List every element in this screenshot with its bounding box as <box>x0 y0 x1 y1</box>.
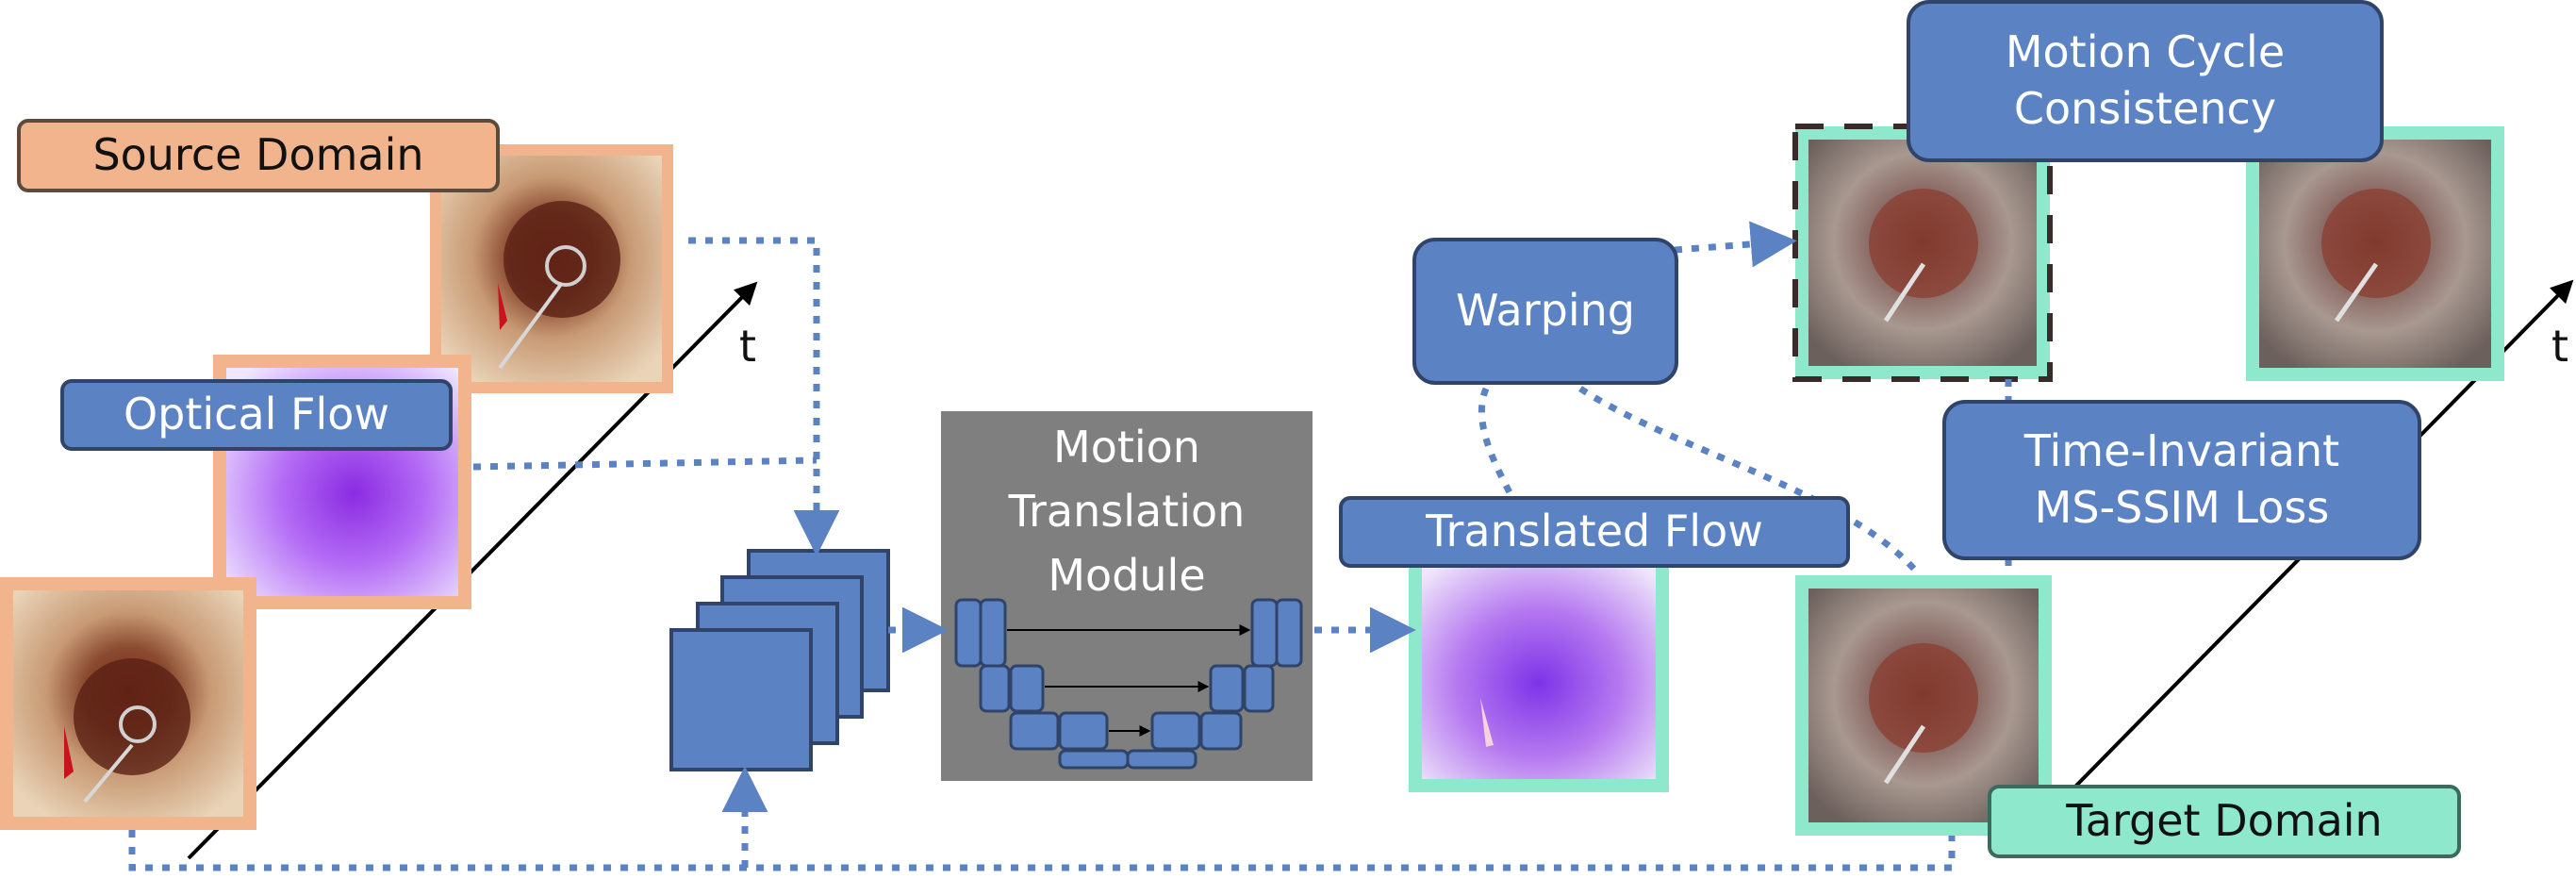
target-frame-warped <box>1792 124 2053 382</box>
source-domain-label: Source Domain <box>17 119 500 192</box>
mcc-line-2: Consistency <box>2013 83 2277 134</box>
input-stack <box>669 549 890 771</box>
target-frame-next <box>2246 126 2504 381</box>
translated-flow-label: Translated Flow <box>1339 496 1850 568</box>
mcc-line-1: Motion Cycle <box>2005 26 2286 78</box>
mtm-line-1: Motion <box>1053 422 1200 473</box>
motion-cycle-consistency-label: Motion Cycle Consistency <box>1907 0 2384 162</box>
arrow-flow-to-stack <box>472 456 817 471</box>
mtm-line-3: Module <box>1048 550 1206 601</box>
line-target-to-warping <box>1578 386 1923 578</box>
warping-label: Warping <box>1412 238 1678 385</box>
translated-flow-text: Translated Flow <box>1426 506 1763 557</box>
motion-translation-module-title: Motion Translation Module <box>943 415 1311 607</box>
optical-flow-label: Optical Flow <box>60 379 453 451</box>
time-invariant-loss-label: Time-Invariant MS-SSIM Loss <box>1942 400 2421 560</box>
loss-line-1: Time-Invariant <box>2023 425 2340 477</box>
warping-text: Warping <box>1456 285 1635 337</box>
translated-flow-frame <box>1409 556 1669 792</box>
line-flow-to-warping <box>1478 387 1517 502</box>
source-domain-text: Source Domain <box>92 129 424 181</box>
source-frame-bottom <box>0 577 256 830</box>
arrow-warping-to-frame <box>1674 221 1797 268</box>
optical-flow-text: Optical Flow <box>123 389 390 440</box>
target-t-label: t <box>2551 321 2569 372</box>
loop-bottom <box>128 830 1956 871</box>
target-domain-text: Target Domain <box>2066 795 2383 847</box>
target-domain-label: Target Domain <box>1988 785 2461 858</box>
loss-line-2: MS-SSIM Loss <box>2034 482 2330 533</box>
connectors <box>128 221 2012 871</box>
mtm-line-2: Translation <box>1008 486 1246 537</box>
source-t-label: t <box>739 321 757 372</box>
motion-translation-module <box>941 411 1313 781</box>
